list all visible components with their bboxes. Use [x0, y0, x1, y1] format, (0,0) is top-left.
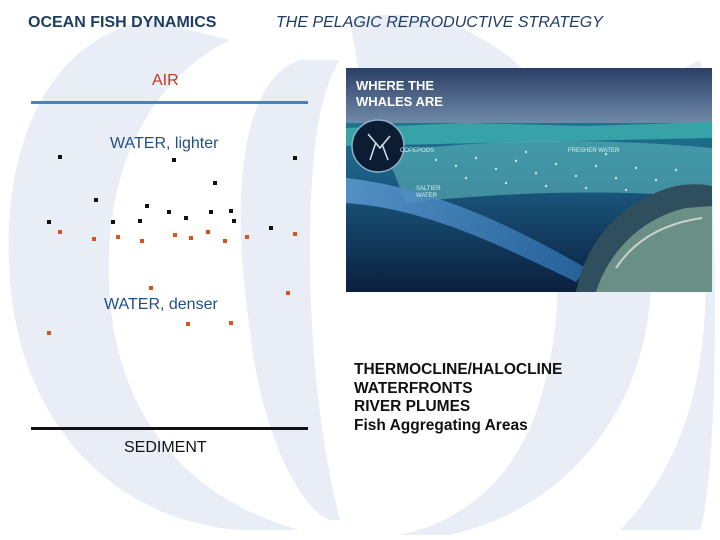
- egg-dot: [149, 286, 153, 290]
- feature-item: RIVER PLUMES: [354, 398, 471, 415]
- water-lighter-label: WATER, lighter: [110, 135, 219, 152]
- sediment-label: SEDIMENT: [124, 439, 207, 456]
- photo-headline-line1: WHERE THE: [356, 78, 434, 93]
- whale-habitat-illustration: WHERE THE WHALES ARE COPEPODS FRESHER WA…: [346, 68, 712, 292]
- egg-dot: [189, 236, 193, 240]
- egg-dot: [223, 239, 227, 243]
- egg-dot: [58, 230, 62, 234]
- egg-dot: [145, 204, 149, 208]
- egg-dot: [293, 156, 297, 160]
- egg-dot: [232, 219, 236, 223]
- photo-headline-line2: WHALES ARE: [356, 94, 443, 109]
- egg-dot: [213, 181, 217, 185]
- photo-label-copepods: COPEPODS: [400, 148, 434, 154]
- egg-dot: [58, 155, 62, 159]
- egg-dot: [186, 322, 190, 326]
- egg-dot: [111, 220, 115, 224]
- water-denser-label: WATER, denser: [104, 296, 218, 313]
- slide-title-left: OCEAN FISH DYNAMICS: [28, 14, 217, 31]
- egg-dot: [206, 230, 210, 234]
- egg-dot: [209, 210, 213, 214]
- photo-label-fresher-water: FRESHER WATER: [568, 148, 620, 154]
- egg-dot: [286, 291, 290, 295]
- feature-item: Fish Aggregating Areas: [354, 416, 528, 434]
- feature-item: WATERFRONTS: [354, 379, 473, 397]
- egg-dot: [116, 235, 120, 239]
- egg-dot: [167, 210, 171, 214]
- egg-dot: [172, 158, 176, 162]
- egg-dot: [269, 226, 273, 230]
- egg-dot: [47, 331, 51, 335]
- egg-dot: [229, 321, 233, 325]
- egg-dot: [138, 219, 142, 223]
- aggregation-features-list: THERMOCLINE/HALOCLINE WATERFRONTS RIVER …: [354, 361, 562, 435]
- feature-item: THERMOCLINE/HALOCLINE: [354, 361, 563, 378]
- egg-dot: [92, 237, 96, 241]
- sediment-boundary-line: [31, 427, 308, 430]
- egg-dot: [140, 239, 144, 243]
- air-label: AIR: [152, 72, 179, 89]
- slide-title-right: THE PELAGIC REPRODUCTIVE STRATEGY: [276, 14, 603, 31]
- egg-dot: [184, 216, 188, 220]
- egg-dot: [94, 198, 98, 202]
- photo-label-saltier: SALTIER: [416, 186, 441, 192]
- air-water-boundary-line: [31, 101, 308, 104]
- egg-dot: [173, 233, 177, 237]
- egg-dot: [229, 209, 233, 213]
- egg-dot: [245, 235, 249, 239]
- photo-label-water: WATER: [416, 193, 438, 199]
- egg-dot: [47, 220, 51, 224]
- egg-dot: [293, 232, 297, 236]
